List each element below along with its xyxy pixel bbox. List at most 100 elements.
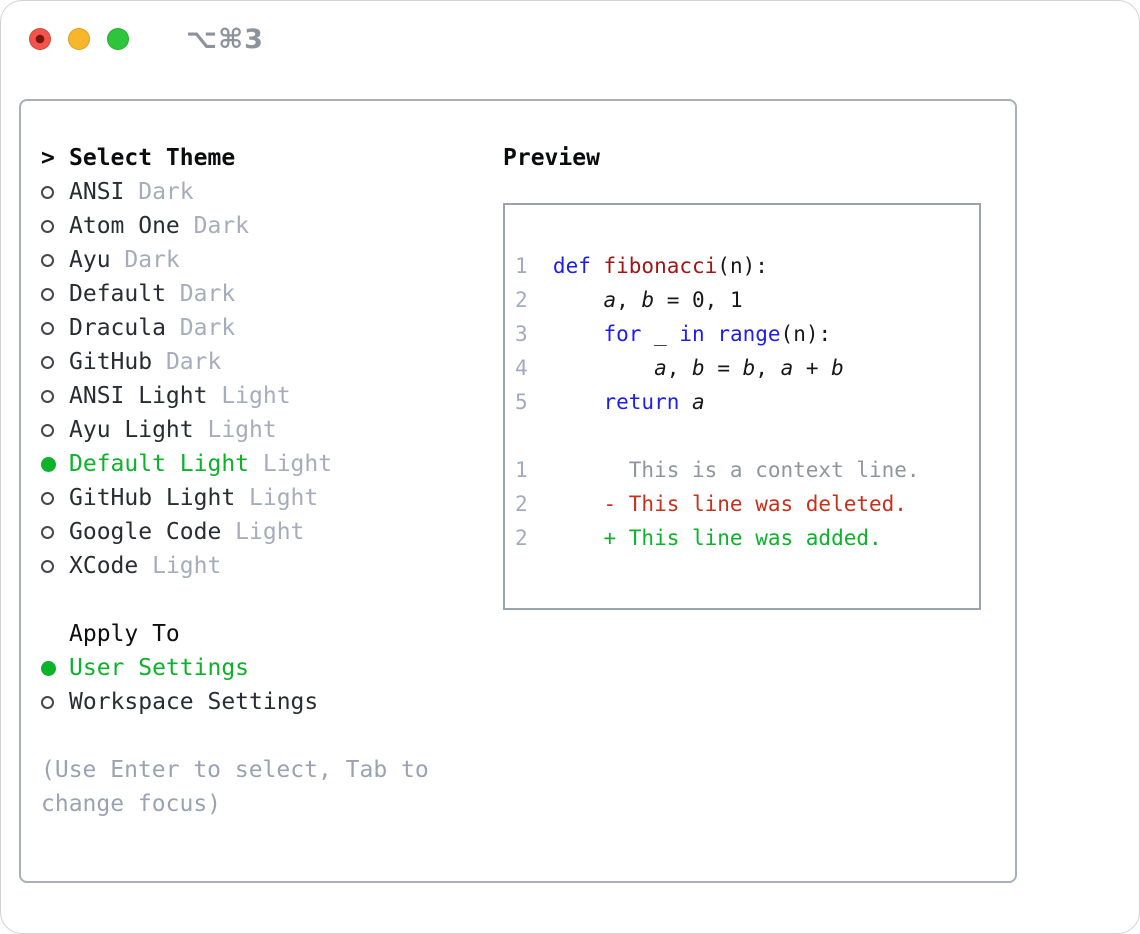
code-token-add: + This line was added. <box>552 526 882 550</box>
code-token-pl: (n): <box>780 322 832 346</box>
theme-variant-tag: Dark <box>138 179 194 205</box>
code-token-pl <box>679 385 692 419</box>
code-token-del: - This line was deleted. <box>552 492 907 516</box>
theme-variant-tag: Light <box>152 553 222 579</box>
theme-name: XCode <box>69 553 139 579</box>
code-token-var: a <box>654 356 667 380</box>
code-token-kw: def <box>552 254 604 278</box>
theme-option-xcode[interactable]: XCode Light <box>41 549 503 583</box>
circle-icon <box>41 355 54 369</box>
theme-variant-tag: Light <box>207 417 277 443</box>
radio-unselected-icon <box>41 253 69 267</box>
preview-code-line: 3 for _ in range(n): <box>515 317 967 351</box>
theme-option-ansi[interactable]: ANSI Dark <box>41 175 503 209</box>
code-token-var: b <box>641 288 655 312</box>
code-token-var: b <box>831 356 844 380</box>
circle-icon <box>41 491 54 505</box>
code-token-var: a <box>692 390 705 414</box>
code-token-var: b <box>742 356 756 380</box>
circle-icon <box>41 660 56 676</box>
line-number: 2 <box>515 492 528 516</box>
theme-variant-tag: Dark <box>193 213 250 239</box>
minimize-button[interactable] <box>68 28 90 50</box>
line-number: 2 <box>515 288 528 312</box>
titlebar: ⌥⌘3 <box>1 1 1139 99</box>
keyboard-hint: (Use Enter to select, Tab to change focu… <box>41 757 429 817</box>
radio-unselected-icon <box>41 355 69 369</box>
apply-option-workspace-settings[interactable]: Workspace Settings <box>41 685 503 719</box>
code-token-ctx: This is a context line. <box>552 458 920 482</box>
theme-variant-tag: Dark <box>165 349 222 375</box>
radio-unselected-icon <box>41 559 69 573</box>
apply-option-label: Workspace Settings <box>69 689 319 715</box>
code-token-pl: = 0, 1 <box>654 288 743 312</box>
apply-to-header: Apply To <box>41 617 503 651</box>
circle-icon <box>41 525 54 539</box>
circle-icon <box>41 456 56 472</box>
zoom-button[interactable] <box>107 28 129 50</box>
close-button[interactable] <box>29 28 51 50</box>
theme-name: Default <box>69 281 166 307</box>
code-token-kw: range <box>717 322 781 346</box>
circle-icon <box>41 219 54 233</box>
theme-name: Default Light <box>69 451 250 477</box>
radio-unselected-icon <box>41 525 69 539</box>
code-token-kw: return <box>603 390 680 414</box>
apply-option-label: User Settings <box>69 655 250 681</box>
apply-option-user-settings[interactable]: User Settings <box>41 651 503 685</box>
theme-option-dracula[interactable]: Dracula Dark <box>41 311 503 345</box>
theme-name: Atom One <box>69 213 180 239</box>
code-token-var: b <box>692 356 705 380</box>
code-token-pl: _ <box>641 322 680 346</box>
code-token-pl <box>705 317 718 351</box>
preview-code-line: 4 a, b = b, a + b <box>515 351 967 385</box>
theme-name: ANSI <box>69 179 125 205</box>
radio-unselected-icon <box>41 389 69 403</box>
code-token-pl: , <box>666 356 693 380</box>
code-token-pl: , <box>755 356 781 380</box>
theme-option-atom-one[interactable]: Atom One Dark <box>41 209 503 243</box>
code-token-kw: in <box>679 322 705 346</box>
radio-unselected-icon <box>41 219 69 233</box>
radio-unselected-icon <box>41 321 69 335</box>
circle-icon <box>41 389 54 403</box>
preview-code-line: 5 return a <box>515 385 967 419</box>
preview-code-line: 2 a, b = 0, 1 <box>515 283 967 317</box>
select-theme-title: Select Theme <box>69 145 236 171</box>
circle-icon <box>41 185 54 199</box>
code-token-var: a <box>780 356 794 380</box>
spacer <box>41 583 503 617</box>
select-theme-header: > Select Theme <box>41 141 503 175</box>
radio-selected-icon <box>41 456 69 472</box>
circle-icon <box>41 695 54 709</box>
theme-name: Ayu <box>69 247 111 273</box>
radio-unselected-icon <box>41 185 69 199</box>
preview-title: Preview <box>503 145 600 171</box>
code-token-pl: , <box>616 288 642 312</box>
line-number: 4 <box>515 356 528 380</box>
theme-variant-tag: Light <box>235 519 305 545</box>
radio-unselected-icon <box>41 287 69 301</box>
line-number: 1 <box>515 254 528 278</box>
theme-variant-tag: Dark <box>179 315 236 341</box>
apply-to-title: Apply To <box>69 621 180 647</box>
radio-unselected-icon <box>41 695 69 709</box>
theme-option-default-light[interactable]: Default Light Light <box>41 447 503 481</box>
code-token-pl: + <box>793 356 832 380</box>
theme-name: Dracula <box>69 315 166 341</box>
theme-variant-tag: Light <box>262 451 333 477</box>
circle-icon <box>41 287 54 301</box>
radio-selected-icon <box>41 660 69 676</box>
